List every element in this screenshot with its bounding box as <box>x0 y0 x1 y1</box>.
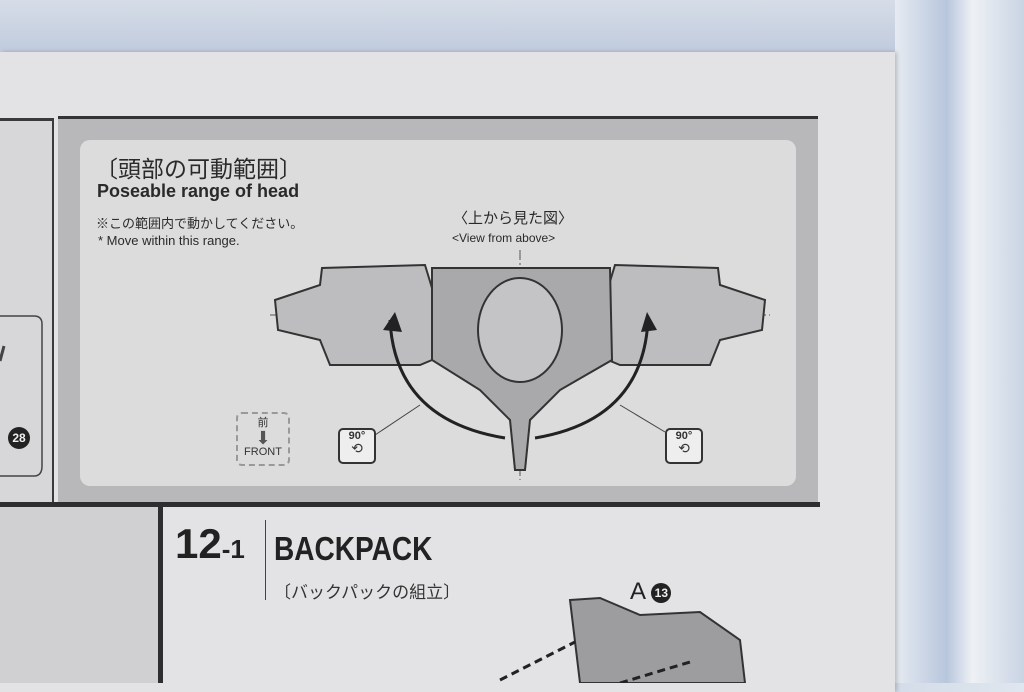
down-arrow-icon: ⬇ <box>255 428 271 448</box>
part-number-badge-a: 13 <box>651 582 672 603</box>
rotation-angle-right: 90° <box>675 430 693 442</box>
backpack-part <box>568 596 747 683</box>
view-label-jp: 〈上から見た図〉 <box>453 210 574 227</box>
step-title-en: BACKPACK <box>274 530 433 567</box>
section-title-en: Poseable range of head <box>97 181 300 201</box>
note-jp: ※この範囲内で動かしてください。 <box>96 216 304 231</box>
part-letter: A <box>630 578 645 605</box>
rotation-angle-left: 90° <box>348 430 366 442</box>
step-number: 12-1 <box>175 520 245 568</box>
lower-left-panel <box>0 507 158 683</box>
rotation-arrow-left <box>388 319 506 440</box>
front-label-en: FRONT <box>244 446 282 458</box>
part-number-badge: 28 <box>8 427 30 449</box>
part-id: A 13 <box>630 578 672 606</box>
left-panel-outline <box>0 315 43 477</box>
rotation-arrow-right <box>534 319 650 440</box>
divider-horizontal <box>0 502 820 507</box>
step-number-sub: -1 <box>221 534 245 564</box>
left-panel: 28 <box>0 118 54 504</box>
step-number-main: 12 <box>175 520 222 567</box>
front-label-jp: 前 <box>257 417 269 429</box>
head-left-wing <box>273 263 433 366</box>
background-blur-top <box>0 0 1024 55</box>
head-right-wing <box>607 263 767 366</box>
step-separator <box>265 520 266 600</box>
step-title-jp: 〔バックパックの組立〕 <box>274 583 461 602</box>
section-title-jp: 〔頭部の可動範囲〕 <box>95 156 302 182</box>
view-label-en: <View from above> <box>452 231 556 245</box>
rotate-90-icon-left: 90°⟲ <box>338 428 376 464</box>
divider-vertical <box>158 507 163 683</box>
front-direction-indicator: 前 ⬇ FRONT <box>236 412 290 466</box>
background-blur-right <box>895 0 1024 683</box>
note-en: * Move within this range. <box>98 233 240 248</box>
rotate-90-icon-right: 90°⟲ <box>665 428 703 464</box>
